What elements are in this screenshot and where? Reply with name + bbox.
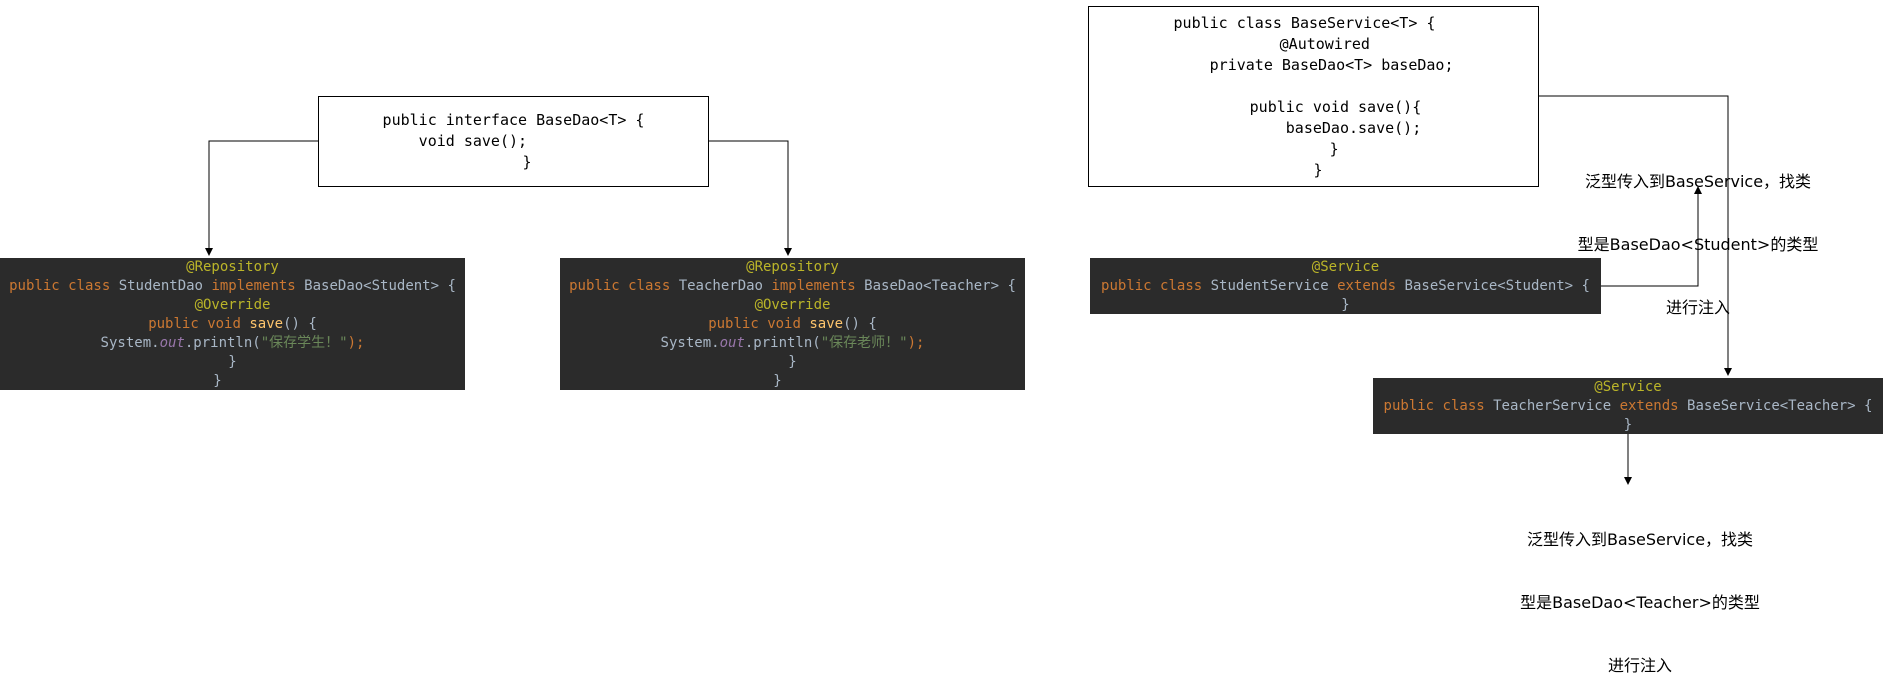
class-name-token: TeacherDao xyxy=(678,277,763,294)
code-line: private BaseDao<T> baseDao; xyxy=(1173,55,1454,74)
keyword-token: extends xyxy=(1337,277,1397,294)
type-token: BaseService<Student> { xyxy=(1404,277,1590,294)
annotation-token: @Service xyxy=(1311,258,1380,275)
code-line: } xyxy=(522,153,532,171)
arrow-studentservice-to-note xyxy=(1600,186,1702,287)
baseservice-class-box[interactable]: public class BaseService<T> { @Autowired… xyxy=(1088,6,1539,187)
keyword-token: public void xyxy=(708,315,801,332)
note-student-injection: 泛型传入到BaseService，找类 型是BaseDao<Student>的类… xyxy=(1568,129,1828,339)
code-line: @Service xyxy=(1312,258,1379,277)
annotation-token: @Service xyxy=(1594,378,1662,395)
punct-token: ); xyxy=(347,334,365,351)
code-line: System.out.println("保存学生！"); xyxy=(101,334,365,353)
code-line: @Repository xyxy=(186,258,279,277)
studentservice-code-box[interactable]: @Service public class StudentService ext… xyxy=(1090,258,1601,314)
code-line: } xyxy=(1341,296,1350,313)
keyword-token: implements xyxy=(771,277,856,294)
basedao-code: public interface BaseDao<T> { void save(… xyxy=(383,110,645,173)
keyword-token: public class xyxy=(569,277,671,294)
string-token: "保存学生！" xyxy=(260,334,348,351)
code-line: } xyxy=(1293,139,1339,158)
code-line: @Service xyxy=(1594,378,1661,397)
string-token: "保存老师！" xyxy=(820,334,908,351)
keyword-token: extends xyxy=(1619,397,1679,414)
code-line: } xyxy=(773,372,782,389)
punct-token: () { xyxy=(843,315,877,332)
method-name-token: save xyxy=(249,315,284,332)
code-line: public class BaseService<T> { xyxy=(1173,13,1436,32)
code-line: public class StudentDao implements BaseD… xyxy=(9,277,456,296)
code-line: } xyxy=(228,353,237,370)
code-line: } xyxy=(213,372,222,389)
type-token: BaseDao<Teacher> { xyxy=(864,277,1016,294)
arrow-baseservice-to-teacherservice xyxy=(1538,95,1732,376)
keyword-token: public class xyxy=(9,277,111,294)
plain-token: System. xyxy=(100,334,160,351)
annotation-token: @Override xyxy=(754,296,831,313)
note-line: 进行注入 xyxy=(1665,298,1730,317)
code-line: System.out.println("保存老师！"); xyxy=(661,334,925,353)
code-line: @Override xyxy=(755,296,831,315)
arrow-basedao-to-studentdao xyxy=(205,140,319,256)
class-name-token: TeacherService xyxy=(1493,397,1612,414)
code-line: void save(); xyxy=(382,132,528,150)
annotation-token: @Repository xyxy=(746,258,839,275)
code-line: public class StudentService extends Base… xyxy=(1101,277,1590,296)
code-line: public class TeacherDao implements BaseD… xyxy=(569,277,1016,296)
note-line: 泛型传入到BaseService，找类 xyxy=(1526,530,1754,549)
type-token: BaseDao<Student> { xyxy=(304,277,456,294)
studentdao-code-box[interactable]: @Repository public class StudentDao impl… xyxy=(0,258,465,390)
code-line: @Autowired xyxy=(1243,34,1370,53)
note-teacher-injection: 泛型传入到BaseService，找类 型是BaseDao<Teacher>的类… xyxy=(1510,487,1770,697)
basedao-interface-box[interactable]: public interface BaseDao<T> { void save(… xyxy=(318,96,709,187)
code-line: ​ xyxy=(1174,76,1454,97)
keyword-token: implements xyxy=(211,277,296,294)
code-line: } xyxy=(1623,416,1633,433)
code-line: } xyxy=(1313,160,1323,179)
note-line: 泛型传入到BaseService，找类 xyxy=(1584,172,1812,191)
teacherdao-code-box[interactable]: @Repository public class TeacherDao impl… xyxy=(560,258,1025,390)
baseservice-code: public class BaseService<T> { @Autowired… xyxy=(1174,13,1454,181)
method-name-token: save xyxy=(809,315,844,332)
code-line: public class TeacherService extends Base… xyxy=(1384,397,1873,416)
type-token: BaseService<Teacher> { xyxy=(1687,397,1873,414)
code-line: @Override xyxy=(195,296,271,315)
class-name-token: StudentService xyxy=(1210,277,1329,294)
keyword-token: public class xyxy=(1101,277,1203,294)
punct-token: ); xyxy=(907,334,925,351)
teacherservice-code-box[interactable]: @Service public class TeacherService ext… xyxy=(1373,378,1883,434)
plain-token: .println( xyxy=(744,334,821,351)
code-line: public void save() { xyxy=(148,315,317,334)
plain-token: .println( xyxy=(184,334,261,351)
code-line: public interface BaseDao<T> { xyxy=(382,111,645,129)
plain-token: System. xyxy=(660,334,720,351)
note-line: 型是BaseDao<Student>的类型 xyxy=(1577,235,1819,254)
punct-token: () { xyxy=(283,315,317,332)
code-line: @Repository xyxy=(746,258,839,277)
field-token: out xyxy=(159,334,185,351)
code-line: public void save() { xyxy=(708,315,877,334)
arrow-basedao-to-teacherdao xyxy=(708,140,792,256)
code-line: public void save(){ xyxy=(1213,97,1422,116)
note-line: 进行注入 xyxy=(1607,656,1672,675)
code-line: baseDao.save(); xyxy=(1213,118,1422,137)
connector-layer xyxy=(205,95,1732,485)
keyword-token: public void xyxy=(148,315,241,332)
class-name-token: StudentDao xyxy=(118,277,203,294)
code-line: } xyxy=(788,353,797,370)
keyword-token: public class xyxy=(1383,397,1485,414)
note-line: 型是BaseDao<Teacher>的类型 xyxy=(1520,593,1760,612)
annotation-token: @Override xyxy=(194,296,271,313)
annotation-token: @Repository xyxy=(186,258,279,275)
field-token: out xyxy=(719,334,745,351)
